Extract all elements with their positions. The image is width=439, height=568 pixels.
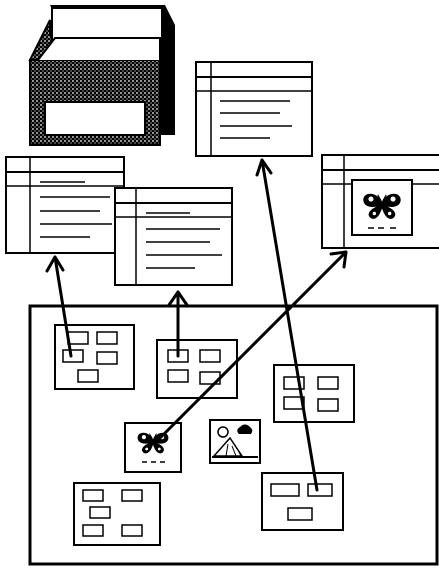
butterfly-card <box>124 422 182 473</box>
arrow-note1-to-window-left <box>45 255 73 358</box>
card-window-right <box>321 154 439 249</box>
board-note-2 <box>156 339 238 399</box>
board-note-3 <box>273 364 355 423</box>
board <box>28 304 439 566</box>
landscape-icon <box>212 424 258 458</box>
board-note-4 <box>73 482 161 546</box>
card-window-left <box>5 156 125 254</box>
arrow-note2-to-window-middle <box>167 290 189 358</box>
board-note-5 <box>261 472 344 531</box>
arrow-butterfly-to-window-right <box>156 250 348 442</box>
card-window-top-center <box>195 61 313 157</box>
arrow-note5-to-window-top <box>255 158 319 492</box>
card-window-middle <box>114 187 233 286</box>
landscape-card <box>209 419 261 464</box>
link-arrows <box>45 158 348 492</box>
file-cabinet-icon <box>28 5 175 146</box>
